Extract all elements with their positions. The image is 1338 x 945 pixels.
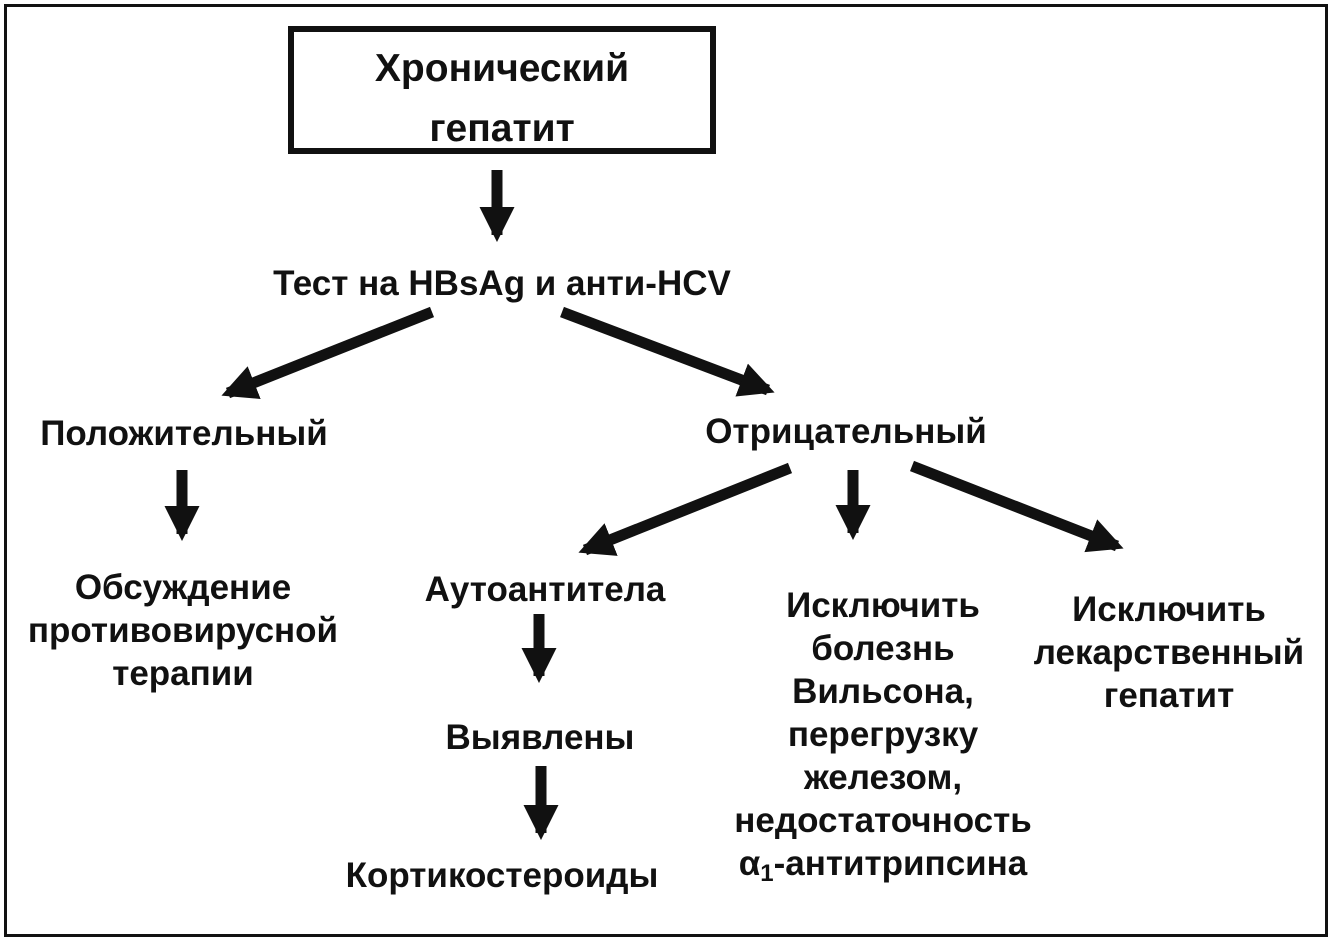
root-node: Хронический гепатит	[288, 26, 716, 154]
alpha-subscript: 1	[760, 860, 774, 887]
wilson-line4: перегрузку	[787, 715, 979, 754]
drug-line3: гепатит	[1103, 676, 1235, 715]
negative-node: Отрицательный	[705, 412, 987, 451]
wilson-line1: Исключить	[786, 586, 980, 625]
wilson-line7-rest: -антитрипсина	[773, 844, 1028, 883]
antiviral-line3: терапии	[112, 654, 254, 693]
drug-node: Исключить лекарственный гепатит	[1002, 588, 1336, 717]
diagram-frame	[4, 4, 1328, 937]
arrow-negative-to-autoantibodies	[578, 462, 793, 556]
wilson-line3: Вильсона,	[792, 672, 974, 711]
antiviral-line2: противовирусной	[27, 611, 339, 650]
autoantibodies-node: Аутоантитела	[424, 570, 666, 609]
drug-line2: лекарственный	[1033, 633, 1305, 672]
antiviral-node: Обсуждение противовирусной терапии	[18, 566, 348, 695]
antiviral-line1: Обсуждение	[74, 568, 292, 607]
arrow-negative-to-drug	[910, 460, 1124, 553]
drug-line1: Исключить	[1072, 590, 1266, 629]
test-node: Тест на HBsAg и анти-HCV	[273, 264, 731, 303]
wilson-node: Исключить болезнь Вильсона, перегрузку ж…	[698, 584, 1068, 895]
root-node-line1: Хронический	[374, 47, 630, 90]
positive-node: Положительный	[40, 414, 328, 453]
wilson-line7: α1-антитрипсина	[698, 842, 1068, 895]
wilson-line2: болезнь	[811, 629, 955, 668]
arrow-test-to-negative	[560, 306, 775, 397]
corticosteroids-node: Кортикостероиды	[345, 856, 659, 895]
wilson-line6: недостаточность	[734, 801, 1032, 840]
wilson-line5: железом,	[803, 758, 963, 797]
root-node-line2: гепатит	[429, 107, 575, 150]
alpha-symbol: α	[738, 844, 761, 883]
detected-node: Выявлены	[445, 718, 635, 757]
arrow-test-to-positive	[221, 306, 435, 399]
